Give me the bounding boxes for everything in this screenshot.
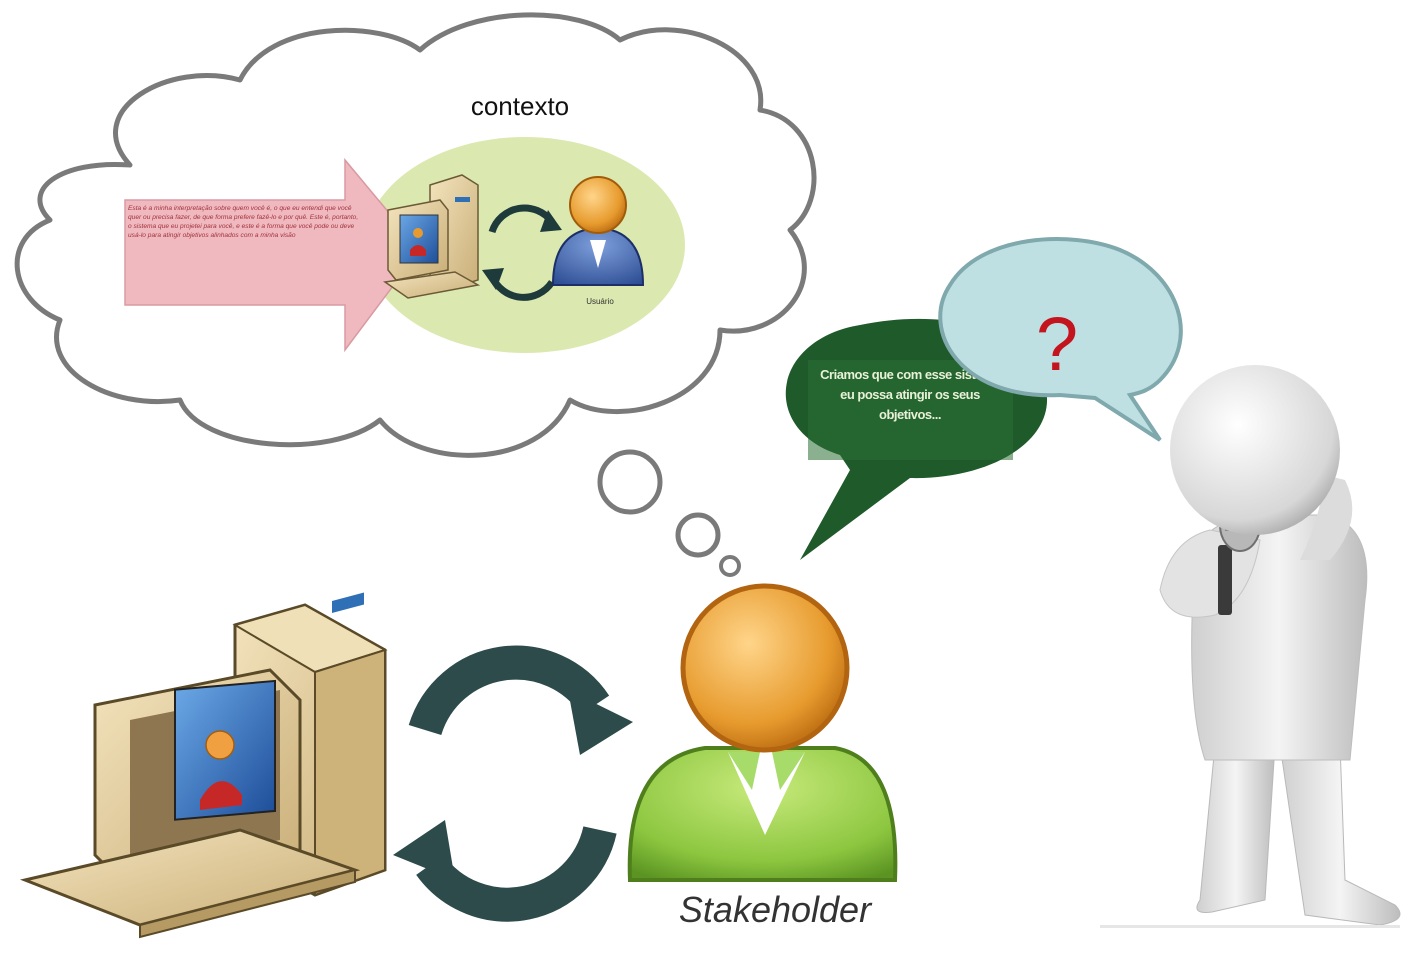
thought-bubble-small: [719, 555, 741, 577]
interpretation-arrow: [124, 157, 421, 353]
green-speech-text: Criamos que com esse sistema eu possa at…: [820, 367, 1000, 422]
thought-bubble-medium: [675, 512, 721, 558]
stakeholder-label: Stakeholder: [679, 889, 873, 930]
small-computer-icon: [383, 174, 481, 299]
small-user-label: Usuário: [586, 297, 614, 306]
thought-bubble-large: [597, 449, 663, 515]
question-mark: ?: [1036, 302, 1078, 387]
question-speech-bubble: [938, 237, 1183, 442]
interpretation-text: Esta é a minha interpretação sobre quem …: [128, 205, 359, 239]
context-title: contexto: [471, 91, 569, 121]
microphone-figure-icon: [1100, 365, 1401, 928]
user-icon: [627, 583, 898, 882]
cycle-arrows-icon: [408, 645, 617, 922]
computer-icon: [19, 592, 388, 939]
small-user-icon: [551, 176, 645, 286]
